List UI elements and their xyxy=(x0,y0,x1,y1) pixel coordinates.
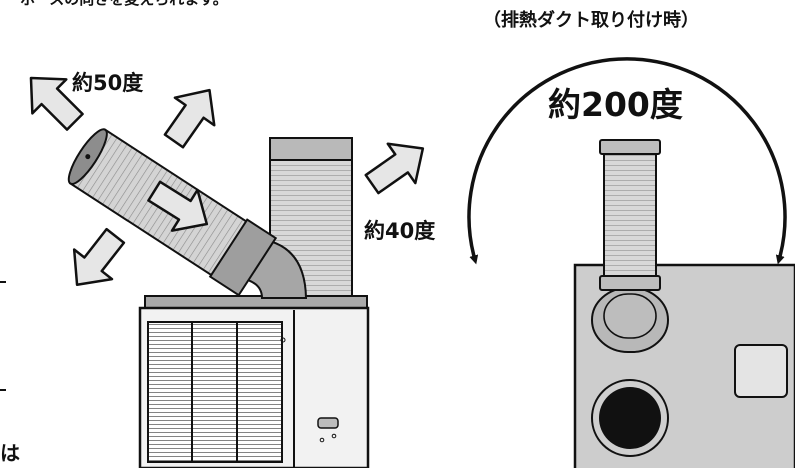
exhaust-duct-note: （排熱ダクト取り付け時） xyxy=(483,9,699,31)
rear-exhaust-duct xyxy=(599,139,661,291)
direction-arrow-down-left-icon xyxy=(72,227,126,287)
angle-label-50: 約50度 xyxy=(72,71,143,95)
direction-arrow-up-right-icon xyxy=(163,88,216,149)
rear-square-vent xyxy=(734,344,788,398)
top-caption: ホースの向きを変えられます。 xyxy=(20,0,228,8)
edge-text: は xyxy=(0,441,20,465)
vertical-exhaust-duct xyxy=(269,137,353,299)
direction-arrow-down-right-icon xyxy=(147,180,209,232)
spot-cooler-unit xyxy=(138,306,370,468)
rear-unit-body xyxy=(573,263,795,468)
angle-label-40: 約40度 xyxy=(364,219,435,243)
direction-arrow-right-icon xyxy=(364,142,425,195)
rotation-arc-arrow-icon xyxy=(467,57,787,265)
rotation-label: 約200度 xyxy=(548,85,683,124)
control-panel-slot xyxy=(317,417,339,429)
direction-arrow-up-left-icon xyxy=(29,76,84,131)
front-grille xyxy=(147,321,283,463)
